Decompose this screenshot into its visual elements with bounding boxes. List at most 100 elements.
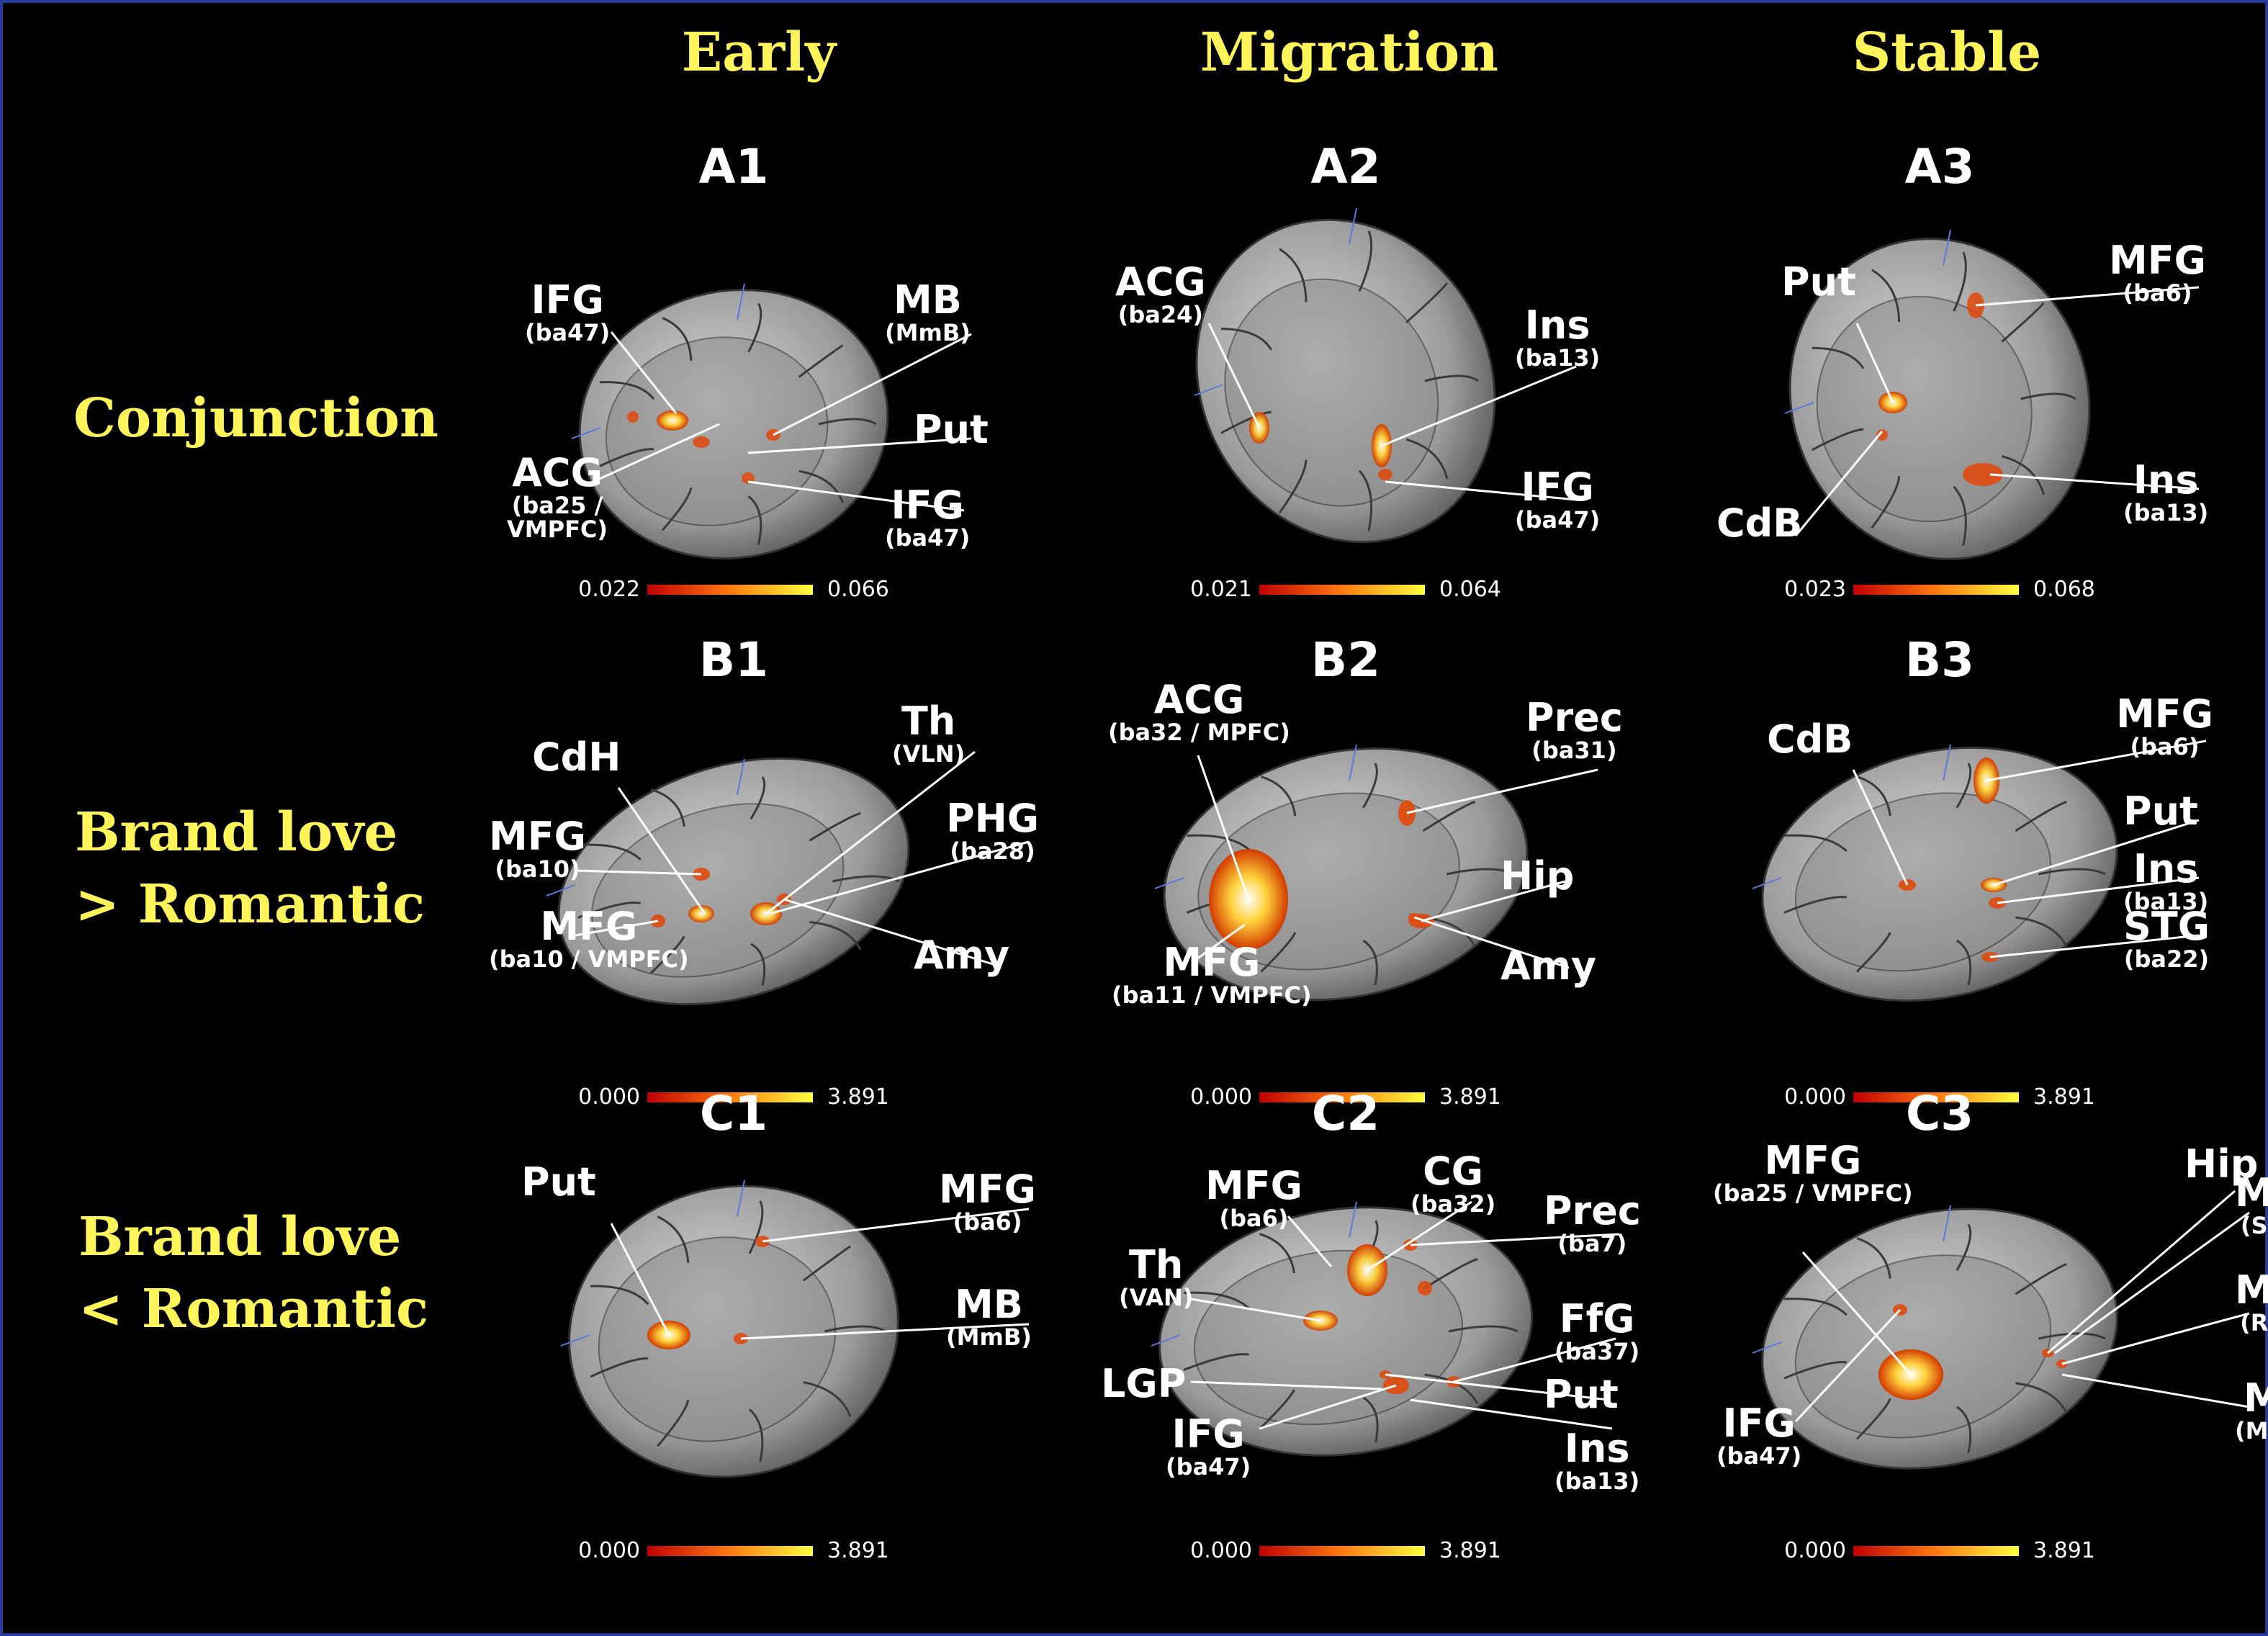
region-name: CdH bbox=[532, 734, 621, 780]
brain-sulcus bbox=[1362, 1220, 1379, 1266]
region-label: CdH bbox=[532, 737, 621, 778]
region-name: Hip bbox=[2184, 1141, 2259, 1187]
brain-sulcus bbox=[1422, 801, 1476, 832]
scale-max: 0.068 bbox=[2033, 577, 2095, 602]
region-subtitle: (ba47) bbox=[885, 523, 971, 552]
crosshair-line bbox=[1349, 744, 1357, 781]
panel-title: C2 bbox=[1311, 1086, 1380, 1141]
region-label: Hip bbox=[1500, 855, 1574, 897]
scale-min: 0.023 bbox=[1784, 577, 1846, 602]
region-label: ACG(ba25 / VMPFC) bbox=[507, 452, 608, 542]
brain-sulcus bbox=[750, 776, 766, 820]
activation-blob-icon bbox=[1380, 1370, 1391, 1379]
brain-sulcus bbox=[1259, 1389, 1295, 1430]
activation-blob-icon bbox=[693, 436, 710, 448]
activation-blob-icon bbox=[1372, 424, 1392, 467]
activation-blob-icon bbox=[1383, 1377, 1409, 1394]
brain-slice bbox=[1794, 792, 2051, 972]
activation-blob-icon bbox=[627, 411, 639, 423]
region-label: CdB bbox=[1767, 719, 1853, 760]
region-subtitle: (ba47) bbox=[525, 318, 611, 346]
region-name: MB bbox=[2235, 1267, 2268, 1313]
region-subtitle: (ba6) bbox=[953, 1208, 1022, 1236]
region-subtitle: (ba31) bbox=[1531, 736, 1617, 764]
brain-slice bbox=[598, 1236, 837, 1442]
row-heading-brand-love-lt-romantic: Brand love < Romantic bbox=[78, 1206, 429, 1340]
activation-blob-icon bbox=[688, 905, 714, 922]
activation-blob-icon bbox=[766, 429, 780, 441]
crosshair-line bbox=[737, 283, 745, 320]
region-subtitle: (ba47) bbox=[1515, 505, 1601, 534]
leader-line bbox=[617, 787, 706, 914]
region-subtitle: (ba47) bbox=[1166, 1452, 1251, 1480]
region-name: Ins bbox=[2133, 846, 2199, 891]
activation-blob-icon bbox=[755, 1236, 770, 1247]
scale-min: 0.000 bbox=[578, 1084, 640, 1110]
region-subtitle: (RN) bbox=[2240, 1308, 2268, 1336]
crosshair-line bbox=[737, 758, 745, 796]
brain-sulcus bbox=[1183, 1353, 1249, 1371]
region-label: MFG(ba6) bbox=[939, 1169, 1036, 1234]
brain-sulcus bbox=[1956, 939, 1972, 986]
brain-sulcus bbox=[1358, 230, 1373, 292]
brain-sulcus bbox=[1953, 251, 1967, 312]
brain-sulcus bbox=[1783, 896, 1847, 914]
brain-sulcus bbox=[1783, 1361, 1847, 1380]
region-name: IFG bbox=[1171, 1411, 1245, 1457]
region-subtitle: (ba13) bbox=[1515, 343, 1601, 372]
region-subtitle: (VLN) bbox=[892, 740, 966, 768]
brain-slice bbox=[1224, 278, 1439, 507]
crosshair-line bbox=[1349, 207, 1357, 245]
panel-title: C3 bbox=[1905, 1086, 1974, 1141]
scale-min: 0.022 bbox=[578, 577, 640, 602]
leader-line bbox=[765, 750, 976, 915]
brain-sulcus bbox=[599, 448, 654, 467]
brain-sulcus bbox=[798, 469, 844, 503]
activation-blob-icon bbox=[657, 410, 688, 431]
panel-title: A2 bbox=[1310, 139, 1381, 194]
region-name: MFG bbox=[540, 904, 638, 949]
brain-sulcus bbox=[1405, 438, 1449, 480]
panel-title: B2 bbox=[1310, 632, 1381, 688]
brain-sulcus bbox=[1956, 763, 1972, 809]
region-subtitle: (ba32 / MPFC) bbox=[1108, 718, 1290, 746]
activation-blob-icon bbox=[647, 1321, 690, 1349]
activation-blob-icon bbox=[1876, 429, 1888, 441]
activation-blob-icon bbox=[1408, 914, 1434, 928]
region-label: MFG(ba6) bbox=[1205, 1165, 1302, 1231]
activation-blob-icon bbox=[750, 902, 782, 925]
region-subtitle: (ba32) bbox=[1410, 1190, 1496, 1218]
brain-sulcus bbox=[1423, 1258, 1478, 1290]
leader-line bbox=[1855, 323, 1894, 403]
brain-sulcus bbox=[1220, 410, 1272, 434]
scale-min: 0.000 bbox=[1190, 1084, 1252, 1110]
leader-line bbox=[1259, 1384, 1397, 1430]
activation-blob-icon bbox=[1209, 849, 1288, 950]
brain-sulcus bbox=[1278, 459, 1308, 514]
region-name: CG bbox=[1423, 1149, 1484, 1194]
crosshair-line bbox=[1349, 1201, 1357, 1239]
brain-sulcus bbox=[1405, 282, 1449, 323]
scale-max: 3.891 bbox=[2033, 1084, 2095, 1110]
region-label: MB(MmB) bbox=[2235, 1377, 2268, 1443]
crosshair-line bbox=[1194, 384, 1224, 396]
brain-sulcus bbox=[1783, 1298, 1848, 1316]
region-subtitle: (ba24) bbox=[1117, 300, 1204, 328]
brain-sulcus bbox=[1423, 916, 1477, 948]
brain-sulcus bbox=[1812, 346, 1865, 369]
region-label: FfG(ba37) bbox=[1554, 1298, 1639, 1364]
color-scale: 0.023 0.068 bbox=[1767, 575, 2112, 604]
brain-slice bbox=[1193, 1249, 1464, 1426]
region-name: LGP bbox=[1101, 1361, 1187, 1406]
activation-blob-icon bbox=[777, 894, 791, 905]
brain-sulcus bbox=[798, 344, 844, 378]
brain-sulcus bbox=[2015, 1382, 2068, 1414]
region-name: CdB bbox=[1767, 716, 1853, 762]
